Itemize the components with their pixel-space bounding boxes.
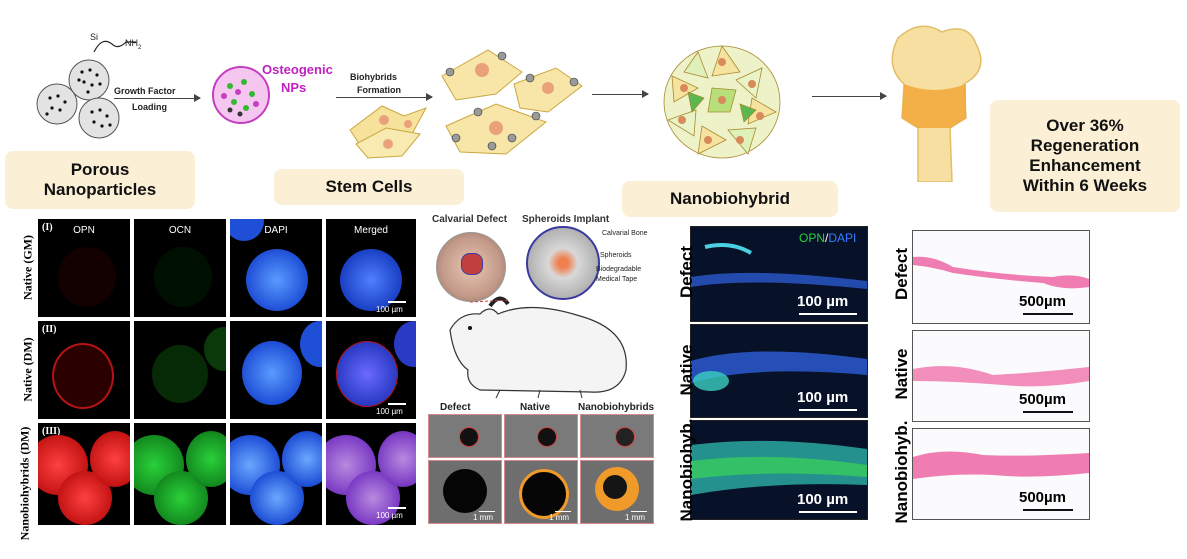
femur-bone-graphic xyxy=(880,18,996,183)
regeneration-result-label: Over 36% Regeneration Enhancement Within… xyxy=(990,100,1180,212)
biohybrid-cells-graphic xyxy=(436,42,586,162)
histo-native-panel: 500µm xyxy=(912,330,1090,422)
row-label-nanobiohybrids-dm: Nanobiohybrids (DM) xyxy=(17,426,32,541)
biohybrid-formation-arrow xyxy=(336,93,433,101)
ocn-native-gm-panel: OCN xyxy=(134,219,226,317)
histo-row-nanobiohyb: Nanobiohyb. xyxy=(892,420,911,524)
assembly-arrow xyxy=(592,90,649,98)
stem-cells-graphic xyxy=(342,100,432,162)
growth-factor-label: Growth Factor xyxy=(114,86,176,96)
ct-native-bottom: 1 mm xyxy=(504,460,578,524)
calvarial-defect-image xyxy=(436,232,506,302)
dapi-native-gm-panel: DAPI xyxy=(230,219,322,317)
opn-native-gm-panel: (I) OPN xyxy=(38,219,130,317)
calvarial-bone-label: Calvarial Bone xyxy=(602,230,648,237)
spheroids-implant-label: Spheroids Implant xyxy=(522,214,610,225)
porous-nanoparticle-cluster: Si NH2 xyxy=(32,30,141,145)
microscopy-grid: (I) OPN OCN DAPI Merged 100 µm (II) 100 … xyxy=(38,219,416,525)
histo-row-defect: Defect xyxy=(892,248,911,300)
nanobiohybrid-spheroid-graphic xyxy=(652,32,792,172)
silane-label: Si xyxy=(90,32,99,42)
stem-cells-label: Stem Cells xyxy=(274,169,464,205)
ct-defect-top xyxy=(428,414,502,458)
dapi-nanobiohybrids-dm-panel xyxy=(230,423,322,525)
fluor-native-panel: 100 µm xyxy=(690,324,868,418)
nanobiohybrid-label: Nanobiohybrid xyxy=(622,181,838,217)
amine-label: NH2 xyxy=(125,38,142,51)
opn-nanobiohybrids-dm-panel: (III) xyxy=(38,423,130,525)
ct-col-defect: Defect xyxy=(440,402,471,413)
calvarial-defect-label: Calvarial Defect xyxy=(432,214,508,225)
fluor-row-nanobiohyb: Nanobiohyb. xyxy=(677,418,696,522)
fluor-legend: OPN/DAPI xyxy=(799,231,857,245)
merged-nanobiohybrids-dm-panel: 100 µm xyxy=(326,423,416,525)
spheroids-implant-image xyxy=(526,226,600,300)
ct-defect-bottom: 1 mm xyxy=(428,460,502,524)
ocn-native-dm-panel xyxy=(134,321,226,419)
biohybrids-label: Biohybrids xyxy=(350,72,398,82)
ocn-nanobiohybrids-dm-panel xyxy=(134,423,226,525)
tape-label-line2: Medical Tape xyxy=(596,276,638,283)
fluor-defect-panel: OPN/DAPI 100 µm xyxy=(690,226,868,322)
fluor-nanobiohybrid-panel: 100 µm xyxy=(690,420,868,520)
osteogenic-label: Osteogenic xyxy=(262,62,333,77)
row-label-native-dm: Native (DM) xyxy=(20,337,35,402)
rat-illustration xyxy=(440,290,640,400)
row-label-native-gm: Native (GM) xyxy=(20,235,35,300)
regeneration-arrow xyxy=(812,92,887,100)
fluor-row-defect: Defect xyxy=(677,246,696,298)
opn-native-dm-panel: (II) xyxy=(38,321,130,419)
spheroids-label: Spheroids xyxy=(600,252,632,259)
merged-native-dm-panel: 100 µm xyxy=(326,321,416,419)
ct-native-top xyxy=(504,414,578,458)
ct-nanobiohybrids-bottom: 1 mm xyxy=(580,460,654,524)
loading-arrow xyxy=(114,94,201,102)
histo-nanobiohybrid-panel: 500µm xyxy=(912,428,1090,520)
dapi-native-dm-panel xyxy=(230,321,322,419)
merged-native-gm-panel: Merged 100 µm xyxy=(326,219,416,317)
osteogenic-np-graphic xyxy=(210,64,272,126)
ct-col-nanobiohybrids: Nanobiohybrids xyxy=(578,402,655,413)
histo-defect-panel: 500µm xyxy=(912,230,1090,324)
tape-label-line1: Biodegradable xyxy=(596,266,642,273)
ct-col-native: Native xyxy=(520,402,551,413)
nps-label: NPs xyxy=(281,80,307,95)
formation-label: Formation xyxy=(357,85,401,95)
ct-nanobiohybrids-top xyxy=(580,414,654,458)
nanoparticle-graphic xyxy=(36,40,136,139)
loading-label: Loading xyxy=(132,102,167,112)
